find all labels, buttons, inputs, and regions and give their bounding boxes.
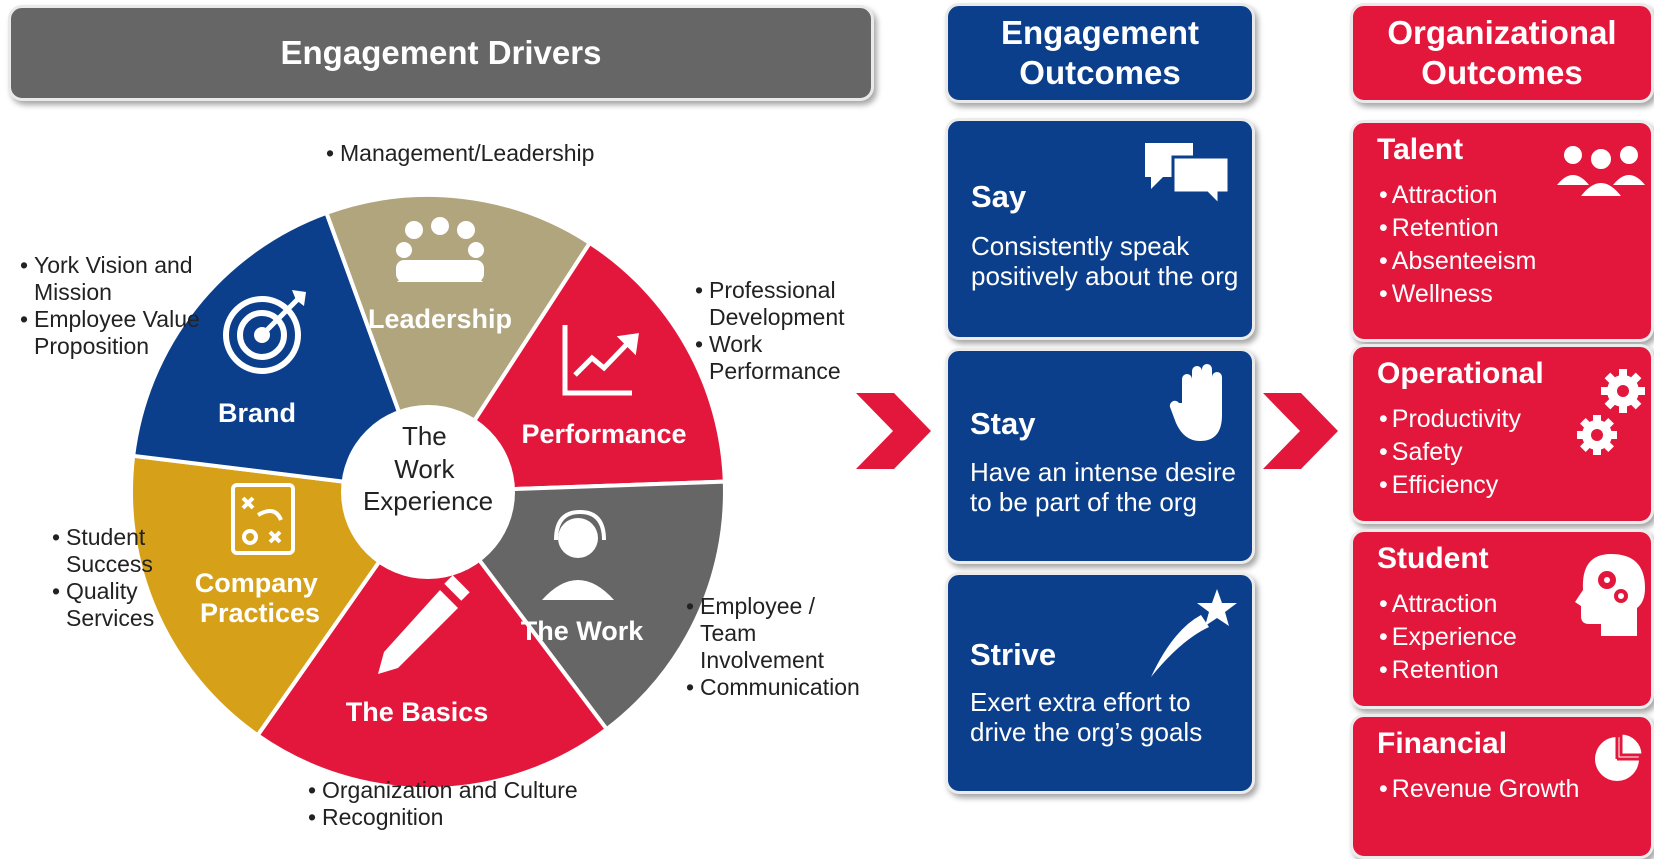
wheel-center-line2: Work — [394, 454, 455, 484]
people-icon — [1557, 146, 1645, 198]
card-say-desc-line1: Consistently speak — [971, 231, 1190, 261]
engagement-outcomes-title: Engagement Outcomes — [1001, 13, 1199, 93]
bullet-employee-team-involvement: Employee / Team Involvement — [686, 593, 866, 674]
work-experience-wheel: The Work Experience Leadership Performan… — [129, 193, 727, 791]
bullets-leadership: Management/Leadership — [326, 140, 594, 167]
card-talent-title: Talent — [1377, 133, 1464, 166]
segment-label-practices: Practices — [200, 598, 320, 628]
card-say-title: Say — [971, 179, 1027, 214]
hand-icon — [1169, 364, 1222, 441]
financial-item-revenue-growth: Revenue Growth — [1379, 773, 1580, 806]
card-stay-desc-line2: to be part of the org — [970, 487, 1197, 517]
bullets-company-practices: Student Success Quality Services — [52, 524, 162, 632]
bullet-employee-value-proposition: Employee Value Proposition — [20, 306, 200, 360]
card-talent-list: Attraction Retention Absenteeism Wellnes… — [1379, 179, 1537, 311]
pie-chart-icon — [1595, 731, 1645, 781]
bullet-organization-culture: Organization and Culture — [308, 777, 608, 804]
card-student: Student Attraction Experience Retention — [1350, 529, 1654, 709]
engagement-drivers-header: Engagement Drivers — [8, 5, 874, 101]
segment-label-company-practices: Company Practices — [195, 568, 326, 628]
talent-item-retention: Retention — [1379, 212, 1536, 245]
bullet-work-performance: Work Performance — [695, 331, 845, 385]
bullet-student-success: Student Success — [52, 524, 162, 578]
card-operational: Operational Productivity Safety Efficien… — [1350, 344, 1654, 524]
student-item-retention: Retention — [1379, 654, 1517, 687]
card-strive-desc-line1: Exert extra effort to — [970, 687, 1191, 717]
segment-label-leadership: Leadership — [368, 304, 512, 334]
target-arrow-icon — [223, 290, 306, 374]
organizational-outcomes-line1: Organizational — [1387, 14, 1617, 51]
wheel-center-label: The Work Experience — [363, 421, 493, 516]
head-gears-icon — [1575, 554, 1645, 636]
chevron-right-icon-2 — [1263, 393, 1338, 469]
card-stay-desc-line1: Have an intense desire — [970, 457, 1236, 487]
shooting-star-icon — [1151, 589, 1237, 677]
operational-item-productivity: Productivity — [1379, 403, 1521, 436]
operational-item-efficiency: Efficiency — [1379, 469, 1521, 502]
segment-leadership — [323, 193, 593, 497]
segment-label-company: Company — [195, 568, 318, 598]
engagement-drivers-title: Engagement Drivers — [280, 34, 602, 71]
student-item-attraction: Attraction — [1379, 588, 1517, 621]
card-stay: Stay Have an intense desire to be part o… — [945, 348, 1255, 564]
organizational-outcomes-title: Organizational Outcomes — [1387, 13, 1616, 93]
card-strive-title: Strive — [970, 637, 1057, 672]
chevron-right-icon — [856, 393, 931, 469]
student-item-experience: Experience — [1379, 621, 1517, 654]
headset-agent-icon — [542, 509, 614, 600]
strategy-playbook-icon — [231, 483, 295, 555]
segment-label-brand: Brand — [218, 398, 296, 428]
bullet-communication: Communication — [686, 674, 866, 701]
engagement-outcomes-line2: Outcomes — [1019, 54, 1181, 91]
wheel-center-line3: Experience — [363, 486, 493, 516]
bullets-performance: Professional Development Work Performanc… — [695, 277, 845, 385]
bullet-york-vision: York Vision and Mission — [20, 252, 200, 306]
organizational-outcomes-header: Organizational Outcomes — [1350, 3, 1654, 103]
gears-icon — [1577, 369, 1645, 455]
card-say-desc: Consistently speak positively about the … — [971, 231, 1238, 291]
card-strive-desc-line2: drive the org’s goals — [970, 717, 1203, 747]
card-say-desc-line2: positively about the org — [971, 261, 1239, 291]
speech-bubbles-icon — [1145, 143, 1231, 209]
operational-item-safety: Safety — [1379, 436, 1521, 469]
card-financial-list: Revenue Growth — [1379, 773, 1580, 806]
wheel-center-circle — [341, 405, 515, 579]
card-financial-title: Financial — [1377, 727, 1508, 760]
card-operational-title: Operational — [1377, 357, 1544, 390]
trend-chart-icon — [562, 325, 639, 396]
card-talent: Talent Attraction Retention Absenteeism … — [1350, 120, 1654, 342]
meeting-group-icon — [396, 217, 484, 282]
card-say: Say Consistently speak positively about … — [945, 118, 1255, 340]
talent-item-absenteeism: Absenteeism — [1379, 245, 1537, 278]
card-strive: Strive Exert extra effort to drive the o… — [945, 572, 1255, 794]
bullets-the-work: Employee / Team Involvement Communicatio… — [686, 593, 866, 701]
card-operational-list: Productivity Safety Efficiency — [1379, 403, 1521, 502]
card-financial: Financial Revenue Growth — [1350, 714, 1654, 859]
card-stay-desc: Have an intense desire to be part of the… — [970, 457, 1236, 517]
card-stay-title: Stay — [970, 406, 1036, 441]
segment-performance — [424, 240, 727, 495]
segment-label-the-basics: The Basics — [346, 697, 489, 727]
segment-label-the-work: The Work — [521, 616, 644, 646]
engagement-outcomes-header: Engagement Outcomes — [945, 3, 1255, 103]
wheel-center-line1: The — [402, 421, 447, 451]
card-student-list: Attraction Experience Retention — [1379, 588, 1517, 687]
card-strive-desc: Exert extra effort to drive the org’s go… — [970, 687, 1202, 747]
engagement-outcomes-line1: Engagement — [1000, 14, 1200, 51]
bullets-brand: York Vision and Mission Employee Value P… — [20, 252, 200, 360]
bullet-management-leadership: Management/Leadership — [326, 140, 594, 167]
pencil-icon — [378, 575, 470, 674]
bullet-quality-services: Quality Services — [52, 578, 162, 632]
segment-label-performance: Performance — [521, 419, 686, 449]
bullets-the-basics: Organization and Culture Recognition — [308, 777, 608, 831]
organizational-outcomes-line2: Outcomes — [1421, 54, 1583, 91]
bullet-professional-development: Professional Development — [695, 277, 845, 331]
talent-item-wellness: Wellness — [1379, 278, 1536, 311]
bullet-recognition: Recognition — [308, 804, 608, 831]
card-student-title: Student — [1377, 542, 1489, 575]
wheel-segments — [129, 193, 727, 791]
talent-item-attraction: Attraction — [1379, 179, 1536, 212]
